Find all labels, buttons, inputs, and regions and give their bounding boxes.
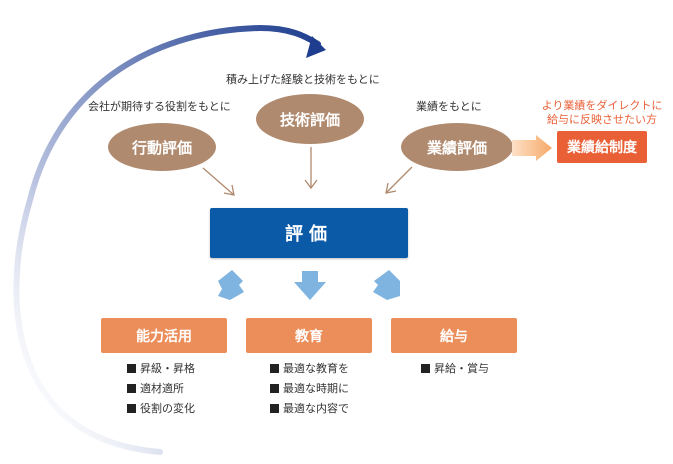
cycle-arrowhead [306, 36, 326, 58]
list-item: 昇給・賞与 [421, 359, 489, 379]
merit-pay-note-line2: 給与に反映させたい方 [547, 113, 657, 126]
merit-pay-arrow [512, 135, 552, 161]
square-bullet-icon [421, 364, 430, 373]
square-bullet-icon [270, 404, 279, 413]
salary-list: 昇給・賞与 [421, 359, 489, 379]
square-bullet-icon [270, 364, 279, 373]
list-item: 役割の変化 [127, 399, 195, 419]
performance-eval-ellipse [401, 123, 513, 171]
merit-pay-box: 業績給制度 [557, 131, 647, 163]
square-bullet-icon [127, 404, 136, 413]
right-caption: 業績をもとに [416, 100, 482, 113]
list-item: 最適な教育を [270, 359, 349, 379]
square-bullet-icon [270, 384, 279, 393]
top-caption: 積み上げた経験と技術をもとに [226, 73, 380, 86]
merit-pay-note: より業績をダイレクトに 給与に反映させたい方 [532, 99, 672, 127]
ability-list: 昇級・昇格 適材適所 役割の変化 [127, 359, 195, 419]
performance-eval-label: 業績評価 [426, 138, 487, 157]
education-list: 最適な教育を 最適な時期に 最適な内容で [270, 359, 349, 419]
evaluation-box: 評価 [210, 208, 408, 258]
skill-eval-label: 技術評価 [279, 110, 340, 129]
list-item: 最適な内容で [270, 399, 349, 419]
list-item: 昇級・昇格 [127, 359, 195, 379]
salary-box: 給与 [391, 318, 517, 353]
input-arrows [202, 147, 413, 196]
square-bullet-icon [127, 384, 136, 393]
list-item: 最適な時期に [270, 379, 349, 399]
skill-eval-ellipse [256, 94, 364, 144]
ability-box: 能力活用 [101, 318, 227, 353]
action-eval-label: 行動評価 [131, 138, 192, 157]
cycle-arrow [13, 24, 321, 455]
square-bullet-icon [127, 364, 136, 373]
left-caption: 会社が期待する役割をもとに [88, 100, 231, 113]
list-item: 適材適所 [127, 379, 195, 399]
education-box: 教育 [246, 318, 372, 353]
action-eval-ellipse [108, 123, 216, 171]
merit-pay-note-line1: より業績をダイレクトに [541, 99, 663, 112]
output-arrows [218, 270, 400, 300]
